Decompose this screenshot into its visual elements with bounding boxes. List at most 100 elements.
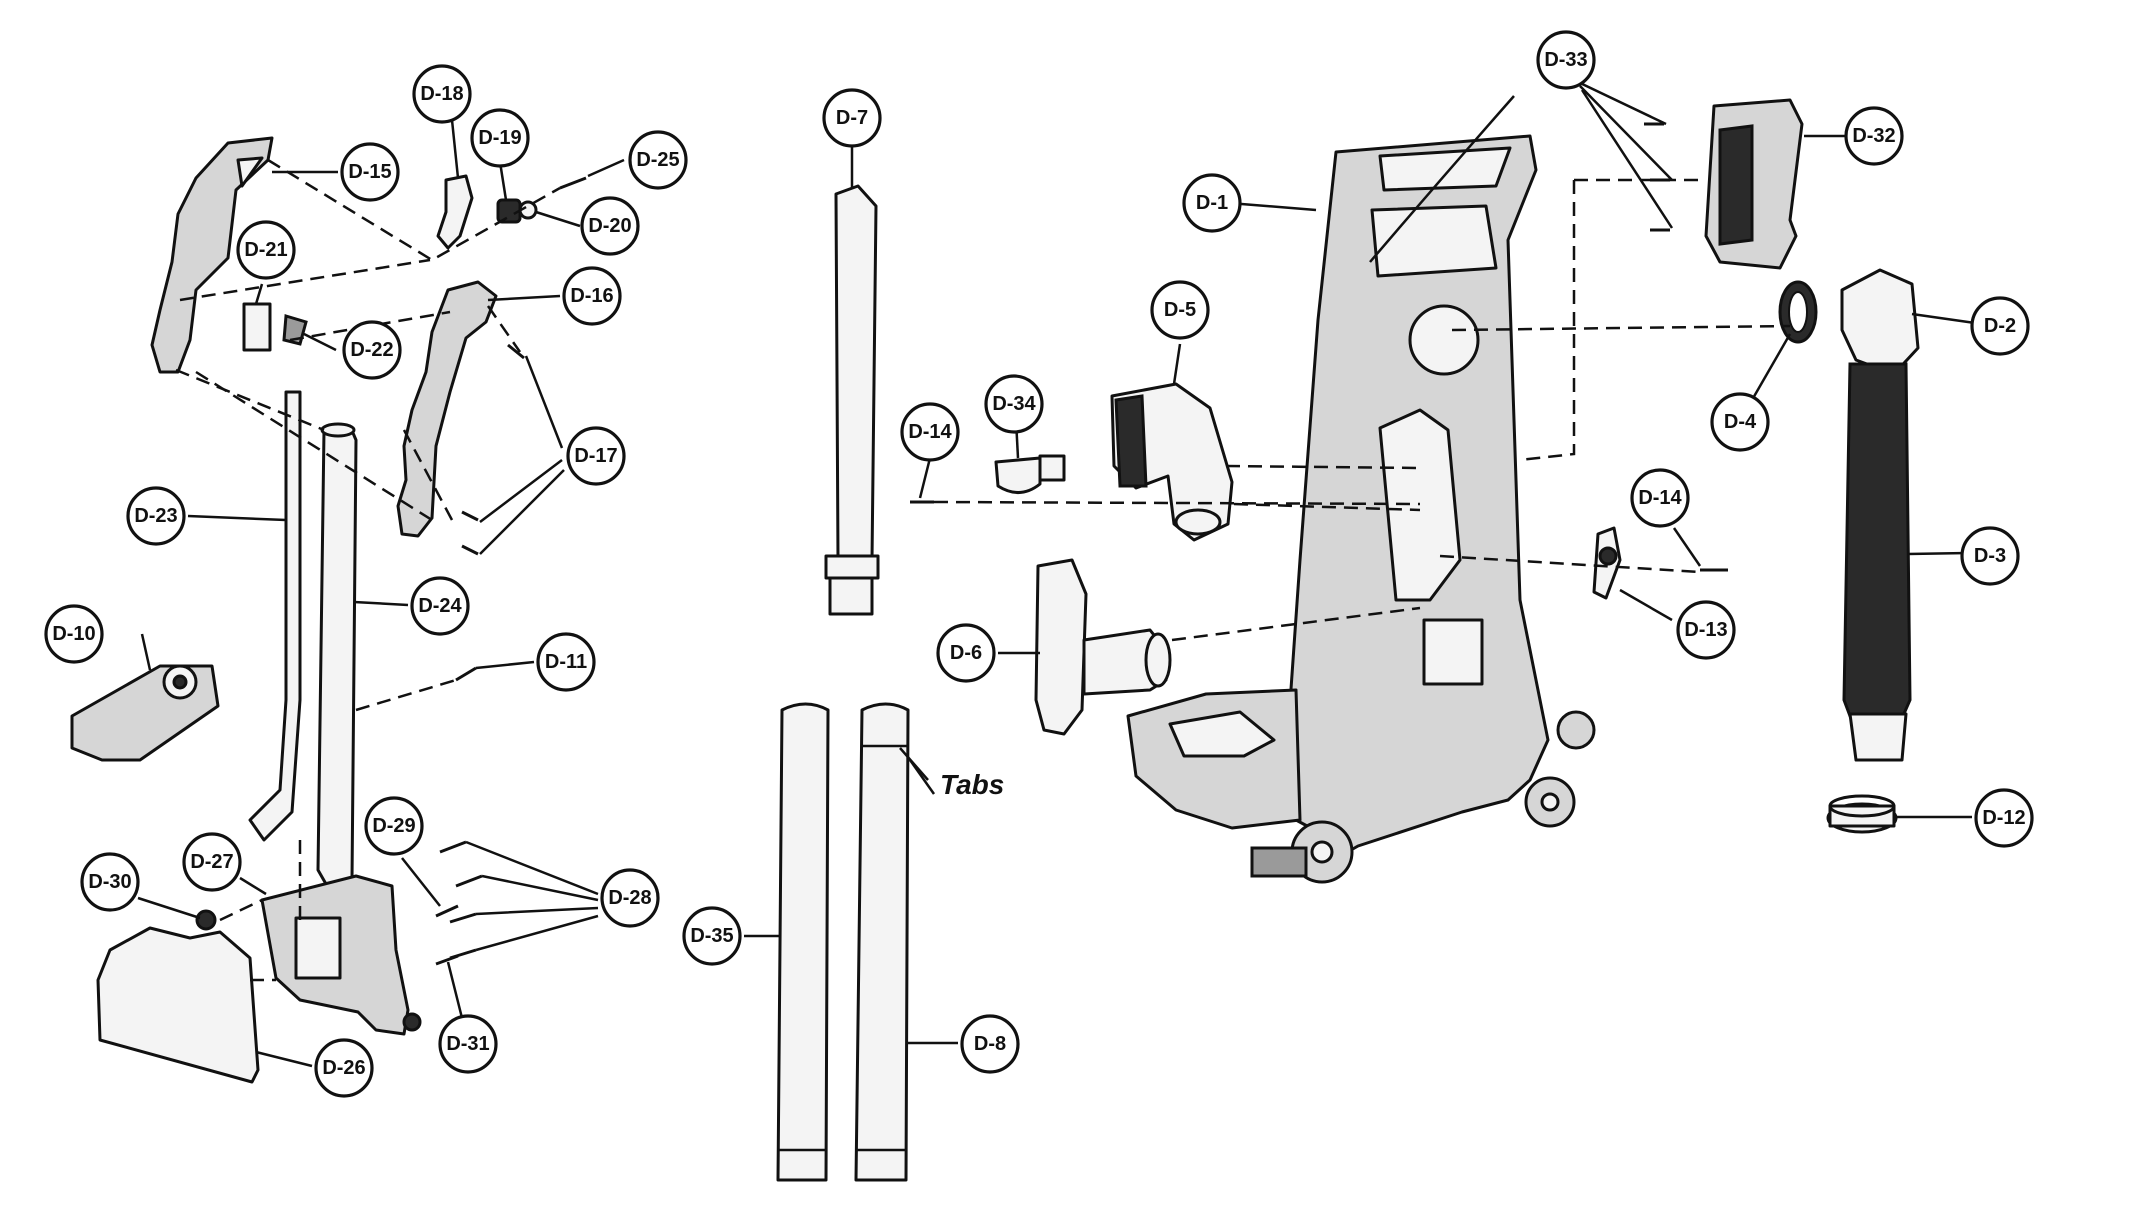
callout-circle	[342, 320, 402, 380]
callout-label: D-16	[570, 285, 613, 307]
callout-circle	[1960, 526, 2020, 586]
callout-circle	[566, 426, 626, 486]
callout-d-26: D-26	[314, 1038, 374, 1098]
callout-circle	[682, 906, 742, 966]
callout-d-17: D-17	[566, 426, 626, 486]
callout-label: D-27	[190, 851, 233, 873]
callout-d-20: D-20	[580, 196, 640, 256]
callout-circle	[438, 1014, 498, 1074]
callout-d-14b: D-14	[1630, 468, 1690, 528]
part-d29-screw	[435, 904, 459, 918]
callout-d-15: D-15	[340, 142, 400, 202]
part-d2-hose-cuff	[1840, 268, 1920, 376]
callout-circle	[364, 796, 424, 856]
callout-label: D-1	[1196, 192, 1228, 214]
part-d17-screw-2	[461, 510, 479, 522]
callout-circle	[580, 196, 640, 256]
part-d7-crevice-tool	[834, 184, 878, 562]
callout-label: D-18	[420, 83, 463, 105]
part-d28-screw-1	[439, 840, 467, 854]
callout-d-21: D-21	[236, 220, 296, 280]
callout-circle	[1974, 788, 2034, 848]
callout-circle	[44, 604, 104, 664]
callout-label: D-32	[1852, 125, 1895, 147]
callout-circle	[470, 108, 530, 168]
callout-circle	[80, 852, 140, 912]
callout-d-1: D-1	[1182, 173, 1242, 233]
part-d16-handle-half	[396, 280, 498, 538]
callout-circle	[822, 88, 882, 148]
callout-label: D-20	[588, 215, 631, 237]
callout-label: D-25	[636, 149, 679, 171]
part-d21-latch	[242, 302, 272, 352]
callout-label: D-14	[1638, 487, 1682, 509]
callout-circle	[536, 632, 596, 692]
callout-label: D-6	[950, 642, 982, 664]
callout-label: D-11	[545, 651, 587, 673]
callout-label: D-28	[608, 887, 651, 909]
callout-label: D-29	[372, 815, 415, 837]
callout-d-5: D-5	[1150, 280, 1210, 340]
callout-circle	[1536, 30, 1596, 90]
part-d34-clip	[994, 456, 1042, 494]
callout-d-2: D-2	[1970, 296, 2030, 356]
callout-d-8: D-8	[960, 1014, 1020, 1074]
callout-label: D-22	[350, 339, 393, 361]
callout-d-27: D-27	[182, 832, 242, 892]
part-d17-screw-3	[461, 544, 479, 556]
callout-label: D-15	[348, 161, 391, 183]
callout-d-29: D-29	[364, 796, 424, 856]
callout-d-22: D-22	[342, 320, 402, 380]
callout-label: D-23	[134, 505, 177, 527]
part-d11-screw	[455, 666, 477, 682]
callout-circle	[1970, 296, 2030, 356]
callout-circle	[412, 64, 472, 124]
callout-label: D-2	[1984, 315, 2016, 337]
part-d28-screw-2	[455, 874, 483, 888]
callout-circle	[126, 486, 186, 546]
callout-d-25: D-25	[628, 130, 688, 190]
part-d17-screw-1	[507, 343, 525, 360]
callout-label: D-26	[322, 1057, 365, 1079]
callout-circle	[1844, 106, 1904, 166]
callout-label: D-14	[908, 421, 952, 443]
part-d24-tube	[316, 424, 358, 886]
callout-d-34: D-34	[984, 374, 1044, 434]
callout-d-28: D-28	[600, 868, 660, 928]
callout-label: D-19	[478, 127, 521, 149]
callout-label: D-17	[574, 445, 617, 467]
callout-label: D-7	[836, 107, 868, 129]
callout-label: D-10	[52, 623, 95, 645]
callout-d-19: D-19	[470, 108, 530, 168]
leader-lines	[137, 80, 1983, 1068]
part-d30-nut	[195, 909, 217, 931]
callout-label: D-4	[1724, 411, 1757, 433]
callout-d-33: D-33	[1536, 30, 1596, 90]
callout-circle	[562, 266, 622, 326]
part-d28-screw-3	[449, 912, 477, 924]
callout-circle	[314, 1038, 374, 1098]
callout-d-10: D-10	[44, 604, 104, 664]
wand-set: Tabs	[776, 184, 1004, 1182]
callout-d-23: D-23	[126, 486, 186, 546]
part-d18-switch	[436, 174, 474, 250]
callout-label: D-12	[1982, 807, 2025, 829]
handle-assembly	[70, 136, 587, 1084]
callout-circle	[1710, 392, 1770, 452]
callout-d-13: D-13	[1676, 600, 1736, 660]
callout-label: D-31	[446, 1033, 489, 1055]
callout-circle	[236, 220, 296, 280]
callout-circle	[340, 142, 400, 202]
callout-circle	[936, 623, 996, 683]
callout-circle	[1676, 600, 1736, 660]
callout-label: D-35	[690, 925, 733, 947]
callout-d-18: D-18	[412, 64, 472, 124]
callout-label: D-33	[1544, 49, 1587, 71]
callout-label: D-24	[418, 595, 462, 617]
callout-circle	[1182, 173, 1242, 233]
callout-d-4: D-4	[1710, 392, 1770, 452]
callout-d-32: D-32	[1844, 106, 1904, 166]
callout-circle	[1630, 468, 1690, 528]
